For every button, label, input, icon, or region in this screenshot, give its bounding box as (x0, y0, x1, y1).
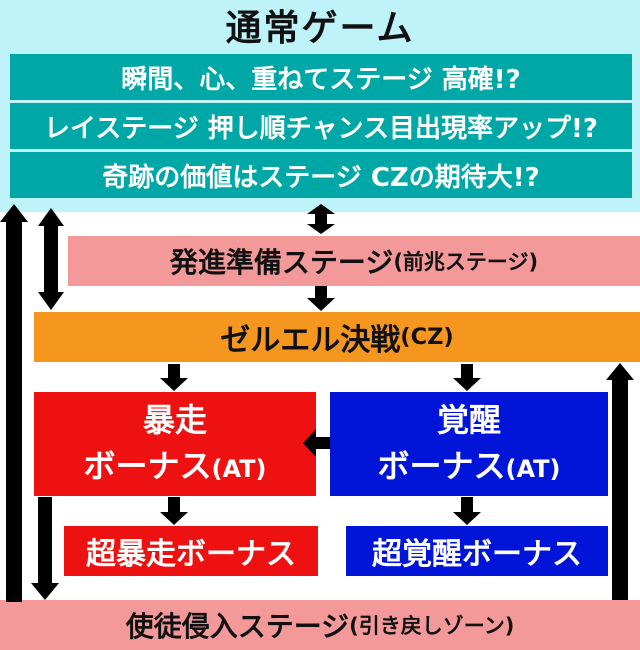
arrow-return-to-cz (606, 363, 634, 600)
diagram-title: 通常ゲーム (225, 8, 415, 49)
cz-stage-box: ゼルエル決戦(CZ) (34, 312, 640, 362)
pre-stage-sub: (前兆ステージ) (393, 250, 539, 274)
arrow-kakusei-to-bousou (303, 429, 330, 457)
return-stage-label: 使徒侵入ステージ (125, 610, 350, 643)
pre-stage-box: 発進準備ステージ(前兆ステージ) (68, 236, 640, 286)
bousou-bonus-box: 暴走 ボーナス(AT) (34, 392, 316, 496)
kakusei-bonus-box: 覚醒 ボーナス(AT) (330, 392, 608, 496)
stage-row-kiseki: 奇跡の価値はステージ CZの期待大!? (10, 152, 632, 198)
cz-stage-label: ゼルエル決戦 (220, 323, 401, 358)
arrow-kakusei-to-super (453, 497, 481, 525)
super-kakusei-bonus-box: 超覚醒ボーナス (346, 526, 608, 576)
stage-row-rei: レイステージ 押し順チャンス目出現率アップ!? (10, 103, 632, 149)
bousou-bonus-sub: (AT) (211, 454, 267, 483)
arrow-pre-to-cz (307, 286, 335, 311)
arrow-bousou-to-super (160, 497, 188, 525)
stage-row-kokoro: 瞬間、心、重ねてステージ 高確!? (10, 54, 632, 100)
return-stage-sub: (引き戻しゾーン) (349, 614, 515, 638)
arrow-bousou-to-return (31, 497, 59, 600)
kakusei-bonus-line2: ボーナス (377, 446, 506, 485)
kakusei-bonus-line1: 覚醒 (436, 400, 501, 439)
arrow-cz-to-kakusei (453, 364, 481, 391)
arrow-cz-to-bousou (160, 364, 188, 391)
super-bousou-bonus-box: 超暴走ボーナス (64, 526, 318, 576)
pre-stage-label: 発進準備ステージ (169, 246, 394, 279)
arrow-return-to-normal (0, 204, 28, 602)
bousou-bonus-line1: 暴走 (142, 400, 207, 439)
arrow-normal-pre-bidirectional (307, 204, 335, 234)
arrow-normal-cz-bidirectional (38, 208, 64, 310)
cz-stage-sub: (CZ) (400, 324, 454, 350)
return-stage-box: 使徒侵入ステージ(引き戻しゾーン) (0, 600, 640, 650)
kakusei-bonus-sub: (AT) (505, 454, 561, 483)
bousou-bonus-line2: ボーナス (83, 446, 212, 485)
